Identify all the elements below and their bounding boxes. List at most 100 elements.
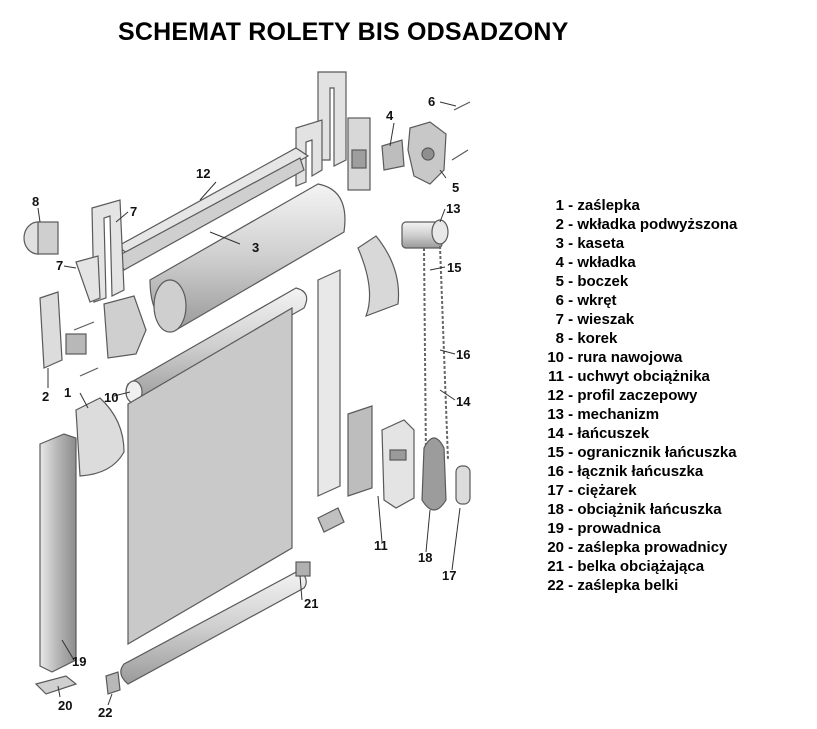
legend-item: 2 - wkładka podwyższona bbox=[537, 215, 738, 234]
callout-4: 4 bbox=[386, 108, 394, 123]
legend-separator: - bbox=[564, 406, 578, 423]
screw-parts bbox=[451, 101, 471, 161]
hanger-left bbox=[75, 199, 125, 303]
side-bracket bbox=[407, 121, 447, 185]
insert-part bbox=[347, 117, 405, 191]
chain-weight bbox=[421, 437, 447, 511]
legend-separator: - bbox=[564, 235, 578, 252]
legend-number: 21 bbox=[547, 558, 564, 575]
legend-text: wkładka bbox=[577, 254, 636, 271]
legend-text: zaślepka prowadnicy bbox=[577, 539, 728, 556]
small-weight bbox=[455, 465, 471, 505]
legend-item: 16 - łącznik łańcuszka bbox=[537, 462, 737, 481]
callout-1: 1 bbox=[64, 385, 71, 400]
legend-number: 20 bbox=[547, 539, 564, 556]
legend-number: 2 bbox=[555, 216, 564, 233]
legend-item: 19 - prowadnica bbox=[537, 519, 737, 538]
legend-text: wieszak bbox=[577, 311, 635, 328]
legend-text: belka obciążająca bbox=[577, 558, 705, 575]
legend-number: 10 bbox=[547, 349, 564, 366]
legend-text: obciążnik łańcuszka bbox=[577, 501, 722, 518]
end-cap bbox=[75, 397, 125, 477]
callout-10: 10 bbox=[104, 390, 118, 405]
legend-number: 13 bbox=[547, 406, 564, 423]
legend-item: 5 - boczek bbox=[537, 272, 737, 291]
callout-11: 11 bbox=[374, 538, 388, 553]
legend-separator: - bbox=[564, 577, 578, 594]
callout-18: 18 bbox=[418, 550, 432, 565]
legend-item: 15 - ogranicznik łańcuszka bbox=[537, 443, 737, 462]
legend-text: prowadnica bbox=[577, 520, 661, 537]
legend-separator: - bbox=[564, 501, 578, 518]
callout-7-upper: 7 bbox=[130, 204, 137, 219]
legend-separator: - bbox=[564, 311, 578, 328]
legend-text: korek bbox=[577, 330, 618, 347]
legend-separator: - bbox=[564, 273, 578, 290]
legend-text: zaślepka belki bbox=[577, 577, 679, 594]
legend-separator: - bbox=[564, 520, 578, 537]
legend-text: rura nawojowa bbox=[577, 349, 683, 366]
legend-separator: - bbox=[564, 330, 578, 347]
callout-3: 3 bbox=[252, 240, 259, 255]
callout-5: 5 bbox=[452, 180, 459, 195]
legend-number: 22 bbox=[547, 577, 564, 594]
weight-holder bbox=[381, 419, 415, 509]
callout-13: 13 bbox=[446, 201, 460, 216]
bottom-bar bbox=[120, 561, 311, 685]
legend-separator: - bbox=[564, 216, 578, 233]
guide-cap bbox=[34, 675, 78, 695]
legend-text: wkładka podwyższona bbox=[577, 216, 738, 233]
legend-text: zaślepka bbox=[577, 197, 640, 214]
callout-14: 14 bbox=[456, 394, 471, 409]
legend-item: 7 - wieszak bbox=[537, 310, 737, 329]
legend-separator: - bbox=[564, 387, 578, 404]
legend-number: 19 bbox=[547, 520, 564, 537]
legend-separator: - bbox=[564, 197, 578, 214]
legend-number: 14 bbox=[547, 425, 564, 442]
legend-number: 1 bbox=[555, 197, 564, 214]
legend-item: 1 - zaślepka bbox=[537, 196, 737, 215]
legend-item: 10 - rura nawojowa bbox=[537, 348, 737, 367]
legend-number: 12 bbox=[547, 387, 564, 404]
callout-labels: 4 6 5 12 3 13 15 16 14 1 10 2 19 20 22 2… bbox=[32, 94, 471, 720]
small-clip bbox=[317, 507, 345, 533]
legend-text: ogranicznik łańcuszka bbox=[577, 444, 737, 461]
callout-15: 15 bbox=[447, 260, 461, 275]
legend-number: 4 bbox=[555, 254, 564, 271]
legend-separator: - bbox=[564, 254, 578, 271]
callout-6: 6 bbox=[428, 94, 435, 109]
legend-separator: - bbox=[564, 482, 578, 499]
mechanism bbox=[401, 219, 449, 249]
legend-item: 13 - mechanizm bbox=[537, 405, 737, 424]
legend-item: 18 - obciążnik łańcuszka bbox=[537, 500, 737, 519]
legend-item: 17 - ciężarek bbox=[537, 481, 737, 500]
callout-19: 19 bbox=[72, 654, 86, 669]
legend-text: profil zaczepowy bbox=[577, 387, 698, 404]
legend-text: mechanizm bbox=[577, 406, 660, 423]
legend-separator: - bbox=[564, 444, 578, 461]
callout-17: 17 bbox=[442, 568, 456, 583]
callout-8: 8 bbox=[32, 194, 39, 209]
hook-profile bbox=[116, 147, 310, 271]
legend-text: łącznik łańcuszka bbox=[577, 463, 704, 480]
diagram-title: SCHEMAT ROLETY BIS ODSADZONY bbox=[118, 18, 569, 46]
cover-part bbox=[357, 235, 400, 318]
legend-item: 3 - kaseta bbox=[537, 234, 737, 253]
legend-item: 11 - uchwyt obciążnika bbox=[537, 367, 737, 386]
legend-text: łańcuszek bbox=[577, 425, 650, 442]
legend-number: 3 bbox=[555, 235, 564, 252]
callout-22: 22 bbox=[98, 705, 112, 720]
legend-number: 16 bbox=[547, 463, 564, 480]
legend-item: 6 - wkręt bbox=[537, 291, 737, 310]
legend-number: 8 bbox=[555, 330, 564, 347]
cassette-side-cap bbox=[103, 295, 147, 359]
callout-21: 21 bbox=[304, 596, 318, 611]
callout-7-lower: 7 bbox=[56, 258, 63, 273]
legend-item: 14 - łańcuszek bbox=[537, 424, 737, 443]
legend-item: 21 - belka obciążająca bbox=[537, 557, 737, 576]
mounting-plate bbox=[347, 405, 373, 497]
legend-separator: - bbox=[564, 539, 578, 556]
legend-text: boczek bbox=[577, 273, 629, 290]
chain bbox=[423, 245, 449, 461]
